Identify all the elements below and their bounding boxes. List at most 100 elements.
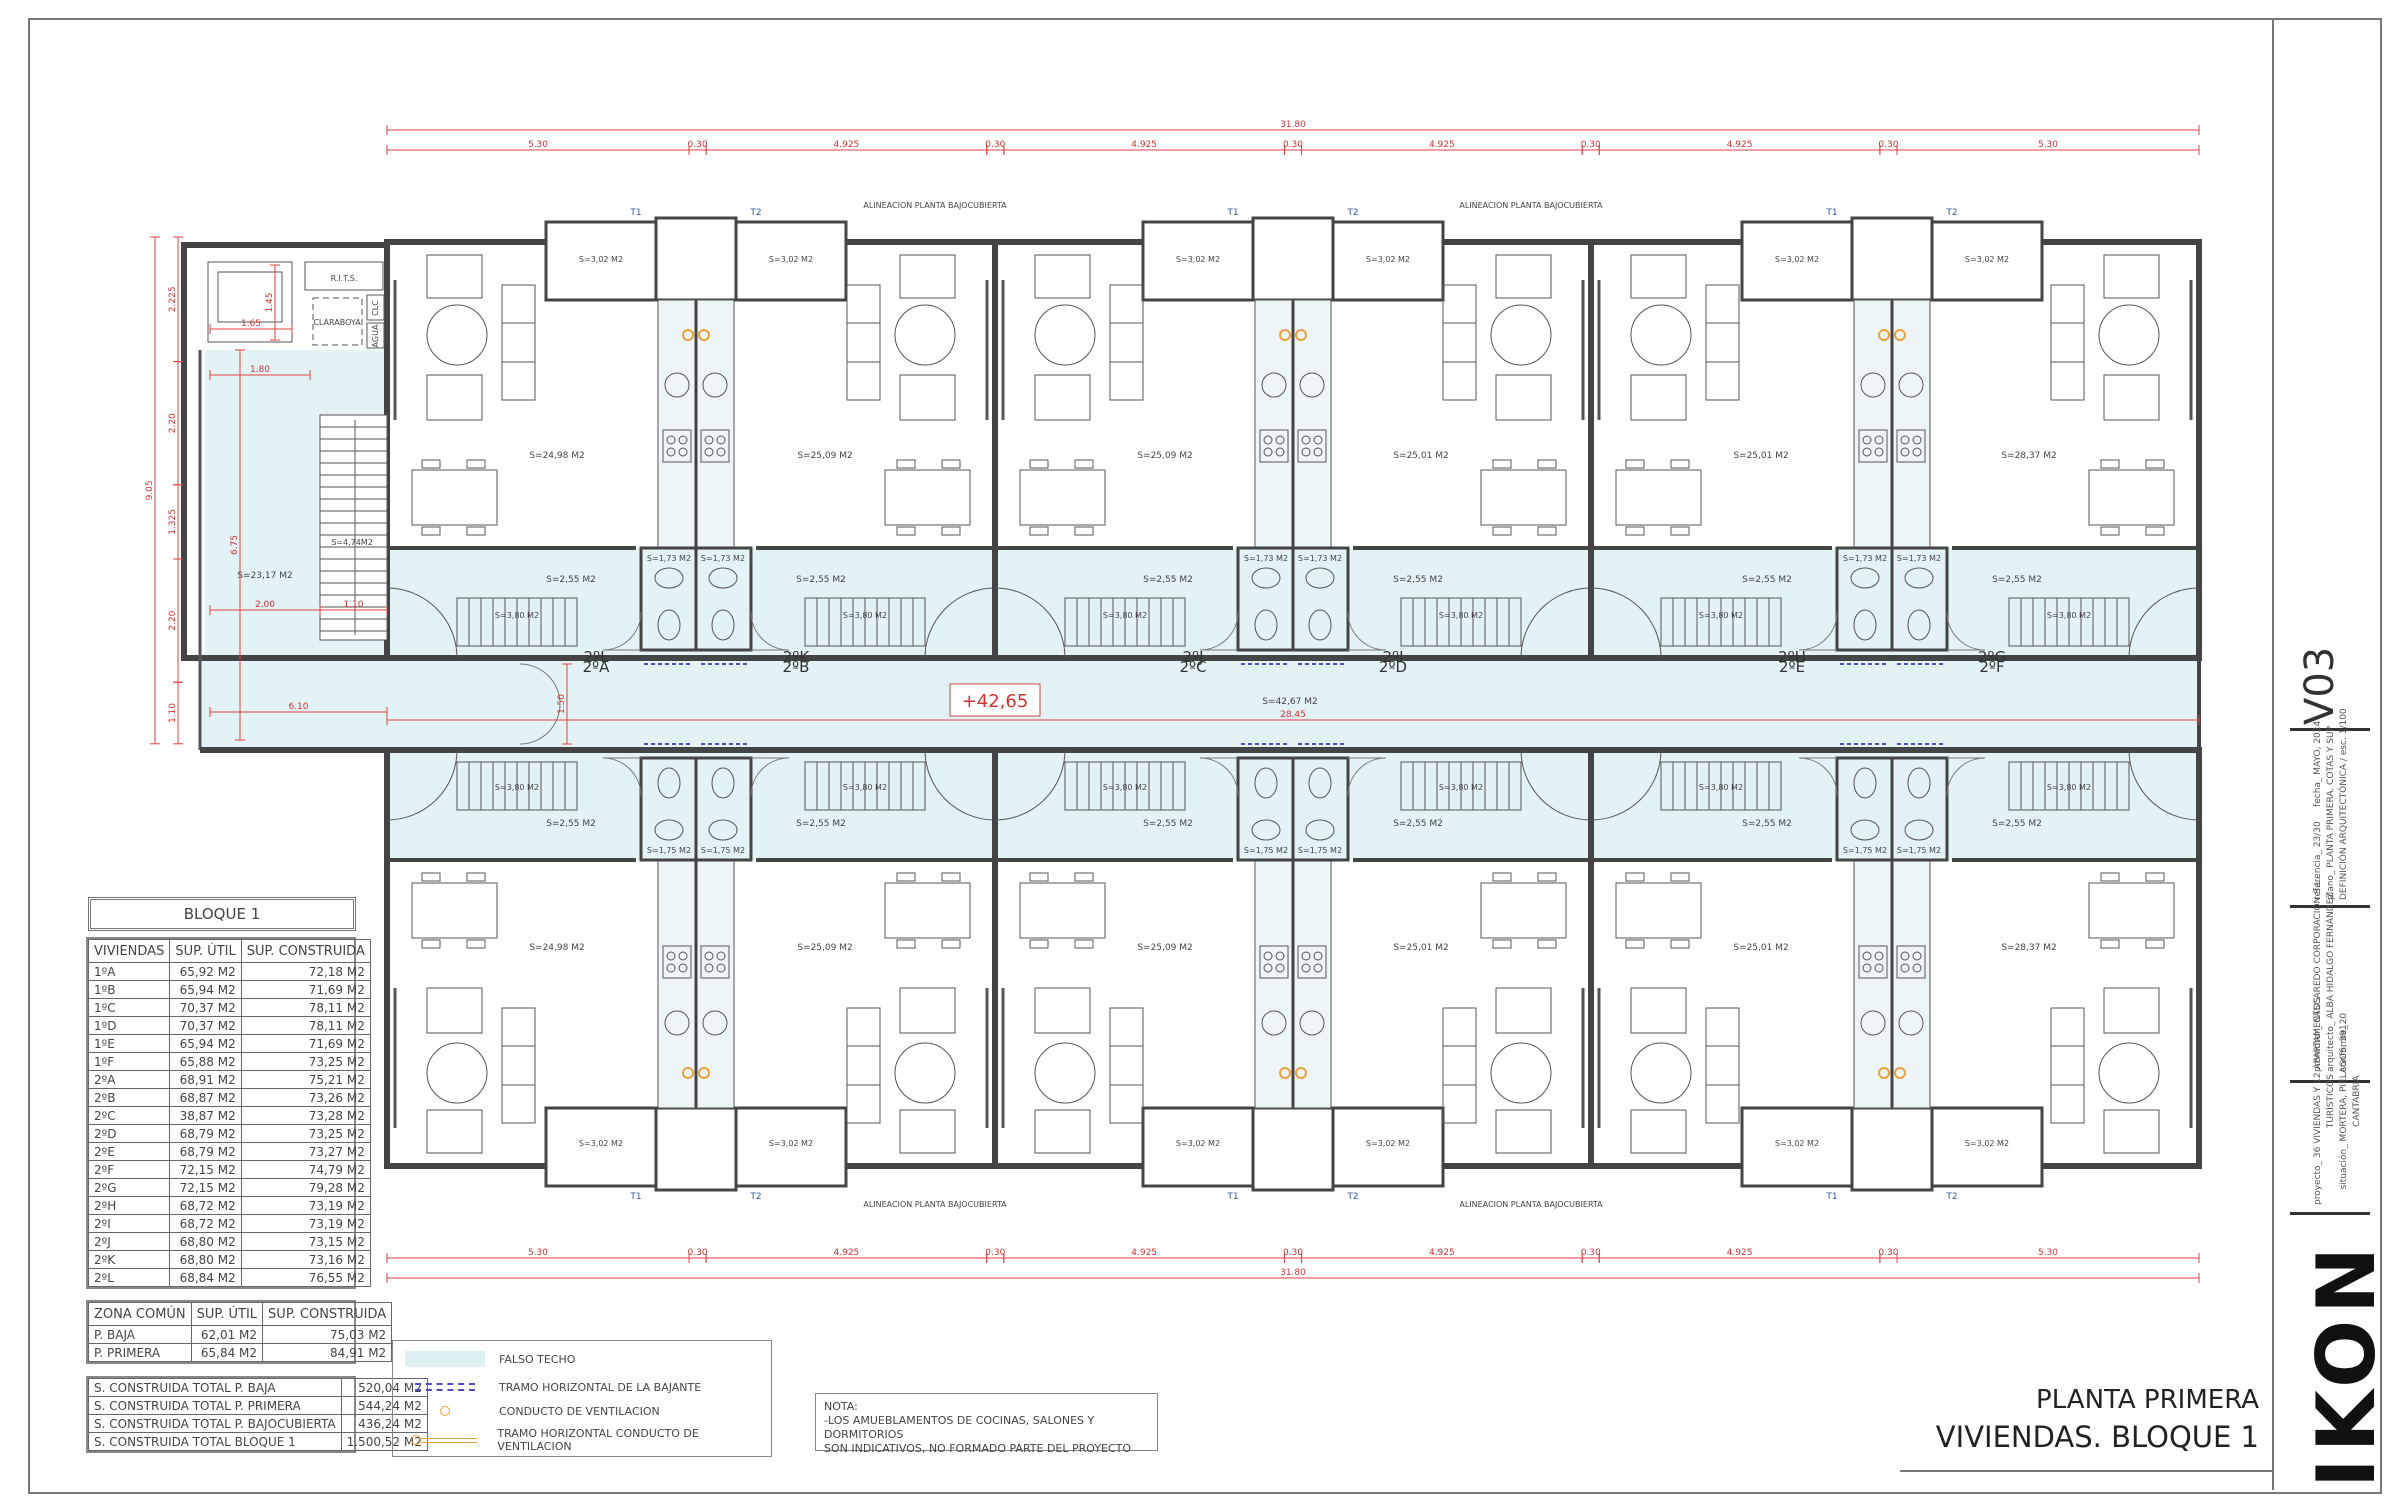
chair-icon xyxy=(1625,526,1645,536)
chair-icon xyxy=(896,459,916,469)
terrace-area-label: S=3,02 M2 xyxy=(1965,1139,2009,1148)
table-cell: P. BAJA xyxy=(88,1325,192,1344)
chair-icon xyxy=(1074,872,1094,882)
sheet-border xyxy=(28,18,2382,1494)
unit-label: 2ºF xyxy=(1979,658,2004,676)
sofa-icon xyxy=(2050,1007,2085,1124)
dimension-label: 2.225 xyxy=(168,286,178,312)
ventilation-duct-icon xyxy=(682,1067,694,1079)
sofa-icon xyxy=(1705,284,1740,401)
ventilation-duct-icon xyxy=(1878,1067,1890,1079)
table-cell: 68,91 M2 xyxy=(169,1070,242,1089)
sofa-icon xyxy=(501,284,536,401)
reference-line: referencia_ 23/30 fecha_ MAYO, 2024 xyxy=(2312,708,2325,900)
sofa-icon xyxy=(1109,1007,1144,1124)
coffee-table-icon xyxy=(2098,304,2160,366)
installation-shaft xyxy=(1251,1106,1335,1192)
spiral-stair xyxy=(994,749,1066,821)
terrace-tag: T1 xyxy=(1226,208,1238,218)
dimension-label: 0.30 xyxy=(688,1248,708,1258)
chair-icon xyxy=(2145,872,2165,882)
unit-area-label: S=28,37 M2 xyxy=(2001,451,2056,461)
dimension-label: 4.925 xyxy=(834,1248,860,1258)
chair-icon xyxy=(2145,526,2165,536)
stair-area-label: S=3,80 M2 xyxy=(1103,611,1147,620)
washbasin-icon xyxy=(654,567,684,589)
burner-icon xyxy=(1301,447,1311,457)
chair-icon xyxy=(1492,526,1512,536)
cooktop-icon xyxy=(1297,429,1327,463)
burner-icon xyxy=(1900,963,1910,973)
table-cell: 2ºJ xyxy=(87,1232,171,1251)
chair-icon xyxy=(2100,526,2120,536)
burner-icon xyxy=(704,951,714,961)
dimension-label: 0.30 xyxy=(1581,1248,1601,1258)
chair-icon xyxy=(896,872,916,882)
door-swing xyxy=(750,757,790,797)
armchair-icon xyxy=(2103,254,2160,299)
table-cell: 71,69 M2 xyxy=(240,980,371,999)
corridor-area-label: S=42,67 M2 xyxy=(1262,697,1317,707)
hall-area-label: S=2,55 M2 xyxy=(1393,575,1443,585)
bath-area-label: S=1,73 M2 xyxy=(647,554,691,563)
washbasin-icon xyxy=(1850,819,1880,841)
bath-area-label: S=1,75 M2 xyxy=(1298,846,1342,855)
location-text: situación_ MORTERA, PIÉLAGOS, 39120 xyxy=(2339,1012,2349,1190)
table-cell: 1.500,52 M2 xyxy=(340,1432,428,1451)
chair-icon xyxy=(1537,872,1557,882)
dining-table-icon xyxy=(884,882,971,939)
table-cell: 1ºE xyxy=(87,1034,171,1053)
terrace-area-label: S=3,02 M2 xyxy=(1176,1139,1220,1148)
burner-icon xyxy=(1313,435,1323,445)
table-cell: 84,91 M2 xyxy=(262,1343,393,1362)
sink-icon xyxy=(1299,372,1325,398)
stair-area-label: S=3,80 M2 xyxy=(1439,611,1483,620)
armchair-icon xyxy=(1630,374,1687,421)
table-cell: S. CONSTRUIDA TOTAL P. BAJOCUBIERTA xyxy=(88,1414,342,1433)
core-stair xyxy=(319,414,388,641)
bath-area-label: S=1,75 M2 xyxy=(647,846,691,855)
cooktop-icon xyxy=(1259,429,1289,463)
dimension-layer xyxy=(150,125,2200,1283)
installation-shaft xyxy=(1251,216,1335,302)
divider xyxy=(2290,905,2370,908)
spiral-stair xyxy=(2128,587,2200,659)
armchair-icon xyxy=(1034,374,1091,421)
dimension-label: 28.45 xyxy=(1280,710,1306,720)
burner-icon xyxy=(1263,435,1273,445)
terrace-tag: T2 xyxy=(749,208,761,218)
table-cell: 2ºH xyxy=(87,1196,171,1215)
chair-icon xyxy=(896,526,916,536)
armchair-icon xyxy=(1495,987,1552,1034)
chair-icon xyxy=(1670,939,1690,949)
chair-icon xyxy=(1670,526,1690,536)
column-header: SUP. ÚTIL xyxy=(169,939,242,963)
terrace-tag: T2 xyxy=(749,1192,761,1202)
drawing-title: PLANTA PRIMERA xyxy=(2036,1385,2259,1415)
elevator-car xyxy=(217,271,283,323)
coffee-table-icon xyxy=(1630,304,1692,366)
terrace-area-label: S=3,02 M2 xyxy=(1366,255,1410,264)
toilet-icon xyxy=(1907,609,1931,641)
unit-area-label: S=25,09 M2 xyxy=(797,451,852,461)
burner-icon xyxy=(704,963,714,973)
burner-icon xyxy=(716,447,726,457)
spiral-stair xyxy=(2128,749,2200,821)
unit-label: 2ºC xyxy=(1179,658,1206,676)
burner-icon xyxy=(1263,447,1273,457)
unit-label: 2ºA xyxy=(583,658,611,676)
chair-icon xyxy=(2100,872,2120,882)
chair-icon xyxy=(2100,939,2120,949)
armchair-icon xyxy=(2103,987,2160,1034)
chair-icon xyxy=(1625,459,1645,469)
armchair-icon xyxy=(899,374,956,421)
dining-table-icon xyxy=(884,469,971,526)
dimension-label: 1.50 xyxy=(557,694,567,714)
chair-icon xyxy=(421,459,441,469)
double-door xyxy=(519,663,561,745)
sink-icon xyxy=(1261,1010,1287,1036)
burner-icon xyxy=(1862,951,1872,961)
